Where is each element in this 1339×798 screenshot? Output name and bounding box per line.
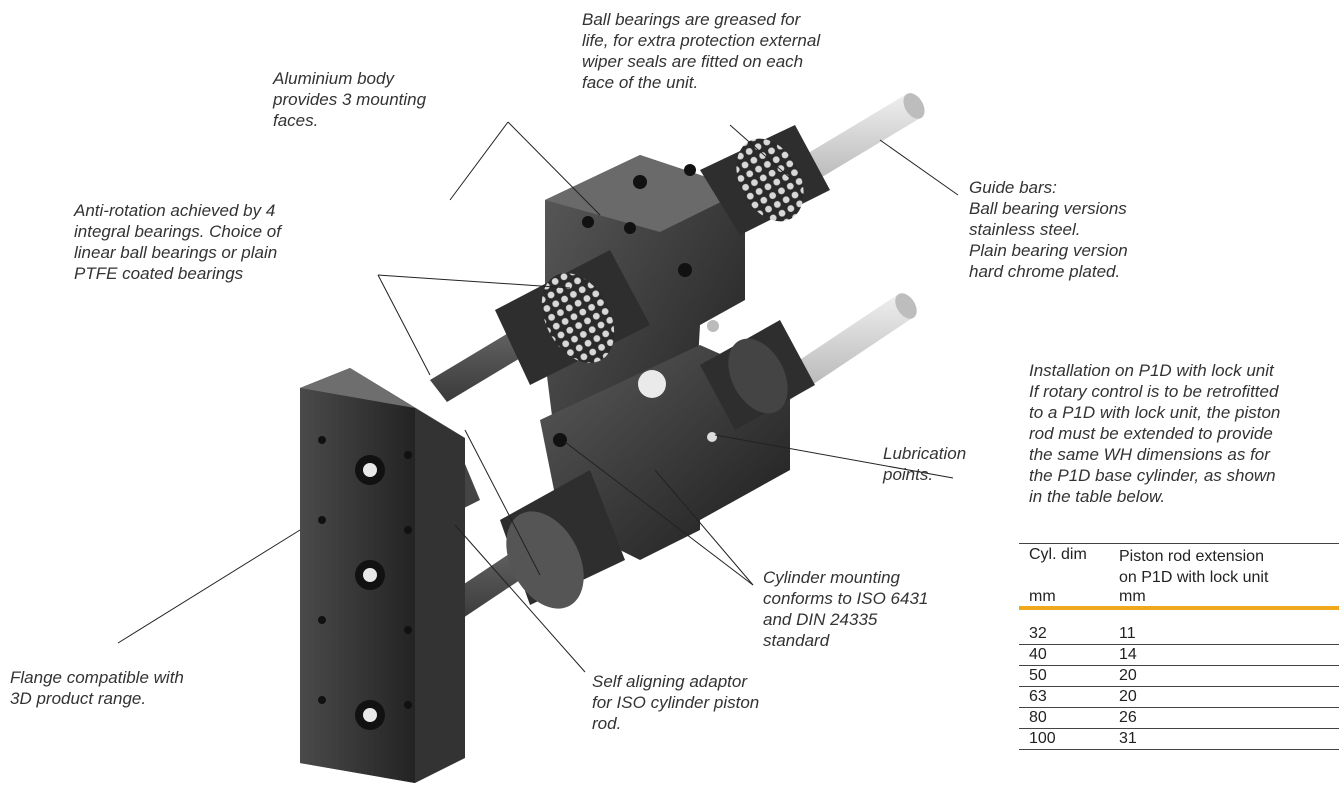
cyl-dim-cell: 63 (1029, 688, 1047, 705)
extension-cell: 20 (1119, 667, 1137, 684)
flange-plate (300, 368, 465, 783)
aluminium-body-callout: Aluminium body provides 3 mounting faces… (273, 69, 427, 130)
table-row: 32 11 (1019, 624, 1339, 645)
piston-rod-extension-table: Cyl. dim Piston rod extension on P1D wit… (1019, 543, 1339, 750)
bearing-housings (495, 125, 830, 609)
cyl-dim-cell: 32 (1029, 625, 1047, 642)
table-header: Cyl. dim Piston rod extension on P1D wit… (1019, 543, 1339, 606)
ball-bearings-callout: Ball bearings are greased for life, for … (582, 10, 821, 92)
table-row: 63 20 (1019, 687, 1339, 708)
anti-rotation-callout: Anti-rotation achieved by 4 integral bea… (74, 201, 281, 283)
self-aligning-adaptor-callout: Self aligning adaptor for ISO cylinder p… (592, 672, 760, 733)
extension-cell: 11 (1119, 625, 1136, 642)
extension-cell: 31 (1119, 730, 1137, 747)
unit-extension: mm (1119, 588, 1146, 605)
extension-cell: 14 (1119, 646, 1137, 663)
cyl-dim-cell: 50 (1029, 667, 1047, 684)
table-row: 80 26 (1019, 708, 1339, 729)
unit-cyl-dim: mm (1029, 588, 1056, 605)
table-row: 100 31 (1019, 729, 1339, 750)
installation-note: Installation on P1D with lock unit If ro… (1029, 361, 1281, 506)
cyl-dim-cell: 80 (1029, 709, 1047, 726)
cylinder-mounting-callout: Cylinder mounting conforms to ISO 6431 a… (763, 568, 929, 650)
guide-bars-callout: Guide bars: Ball bearing versions stainl… (969, 178, 1128, 281)
callout-leader-lines (117, 121, 959, 673)
table-row: 40 14 (1019, 645, 1339, 666)
flange-callout: Flange compatible with 3D product range. (10, 668, 184, 708)
extension-cell: 26 (1119, 709, 1137, 726)
table-row: 50 20 (1019, 666, 1339, 687)
column-header-extension: Piston rod extension on P1D with lock un… (1119, 548, 1269, 586)
cyl-dim-cell: 100 (1029, 730, 1056, 747)
header-accent-rule (1019, 606, 1339, 610)
extension-cell: 20 (1119, 688, 1137, 705)
lubrication-points-callout: Lubrication points. (883, 444, 967, 484)
column-header-cyl-dim: Cyl. dim (1029, 546, 1087, 563)
cyl-dim-cell: 40 (1029, 646, 1047, 663)
